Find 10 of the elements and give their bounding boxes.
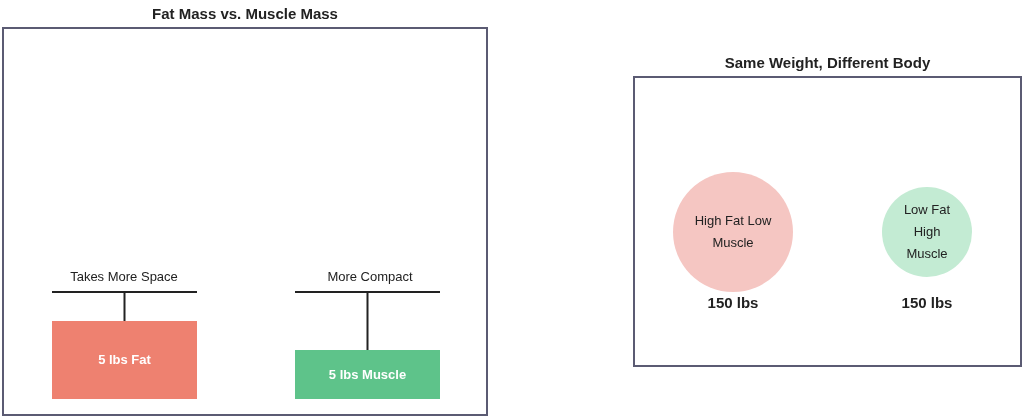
panel-title: Fat Mass vs. Muscle Mass	[151, 4, 339, 24]
mass-block: 5 lbs Muscle	[295, 350, 440, 399]
weight-label: 150 lbs	[706, 293, 760, 313]
bracket-line	[51, 291, 198, 322]
panel-title: Same Weight, Different Body	[723, 53, 932, 73]
bracket-line	[294, 291, 441, 351]
mass-block: 5 lbs Fat	[52, 321, 197, 399]
caption-text: Takes More Space	[44, 267, 204, 287]
weight-label: 150 lbs	[900, 293, 954, 313]
caption-text: More Compact	[290, 267, 450, 287]
